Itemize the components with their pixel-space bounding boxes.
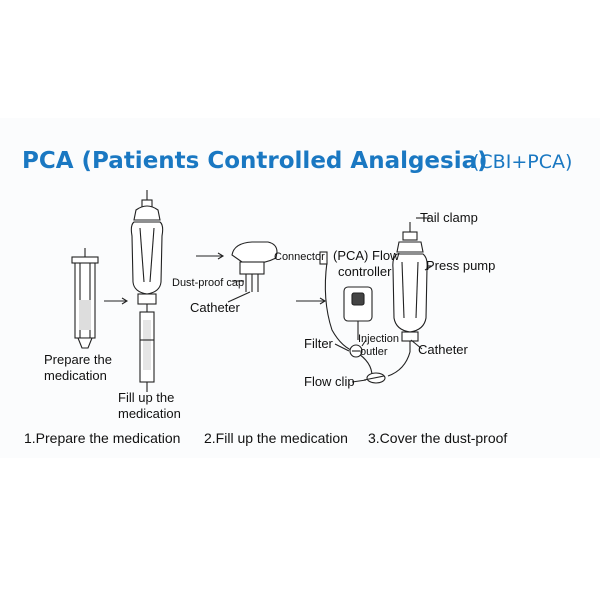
flow-controller-icon (343, 286, 373, 340)
diagram-background (0, 118, 600, 458)
pca-flow-label: (PCA) Flow (333, 248, 400, 263)
filter-label: Filter (304, 336, 334, 351)
press-pump-icon (392, 222, 428, 352)
pump-bottle-icon (130, 190, 164, 392)
step-2: 2.Fill up the medication (204, 430, 348, 446)
page-subtitle: (CBI+PCA) (472, 151, 573, 173)
arrow-icon (296, 297, 327, 305)
outler-label: outler (360, 346, 388, 358)
fill-label: Fill up the medication (118, 390, 181, 421)
connector-icon (319, 251, 328, 265)
prepare-label-line2: medication (44, 368, 107, 383)
syringe-icon (71, 248, 99, 349)
dust-proof-cap-icon (227, 241, 278, 303)
press-pump-label: Press pump (426, 258, 495, 273)
injection-label: Injection (358, 333, 399, 345)
filter-icon (349, 344, 363, 358)
tail-clamp-label: Tail clamp (420, 210, 478, 225)
page-title: PCA (Patients Controlled Analgesia) (22, 148, 488, 174)
arrow-icon (196, 252, 225, 260)
catheter-right-label: Catheter (418, 342, 469, 357)
catheter-left-label: Catheter (190, 300, 241, 315)
prepare-label-line1: Prepare the (44, 352, 112, 367)
prepare-label: Prepare the medication (44, 352, 112, 383)
connector-label: Connector (274, 251, 325, 263)
controller-label: controller (338, 264, 392, 279)
flow-clip-icon (363, 372, 386, 384)
flow-clip-label: Flow clip (304, 374, 355, 389)
step-1: 1.Prepare the medication (24, 430, 181, 446)
fill-label-line1: Fill up the (118, 390, 174, 405)
dust-proof-cap-label: Dust-proof cap (172, 277, 244, 289)
step-3: 3.Cover the dust-proof (368, 430, 508, 446)
fill-label-line2: medication (118, 406, 181, 421)
arrow-icon (104, 297, 129, 305)
